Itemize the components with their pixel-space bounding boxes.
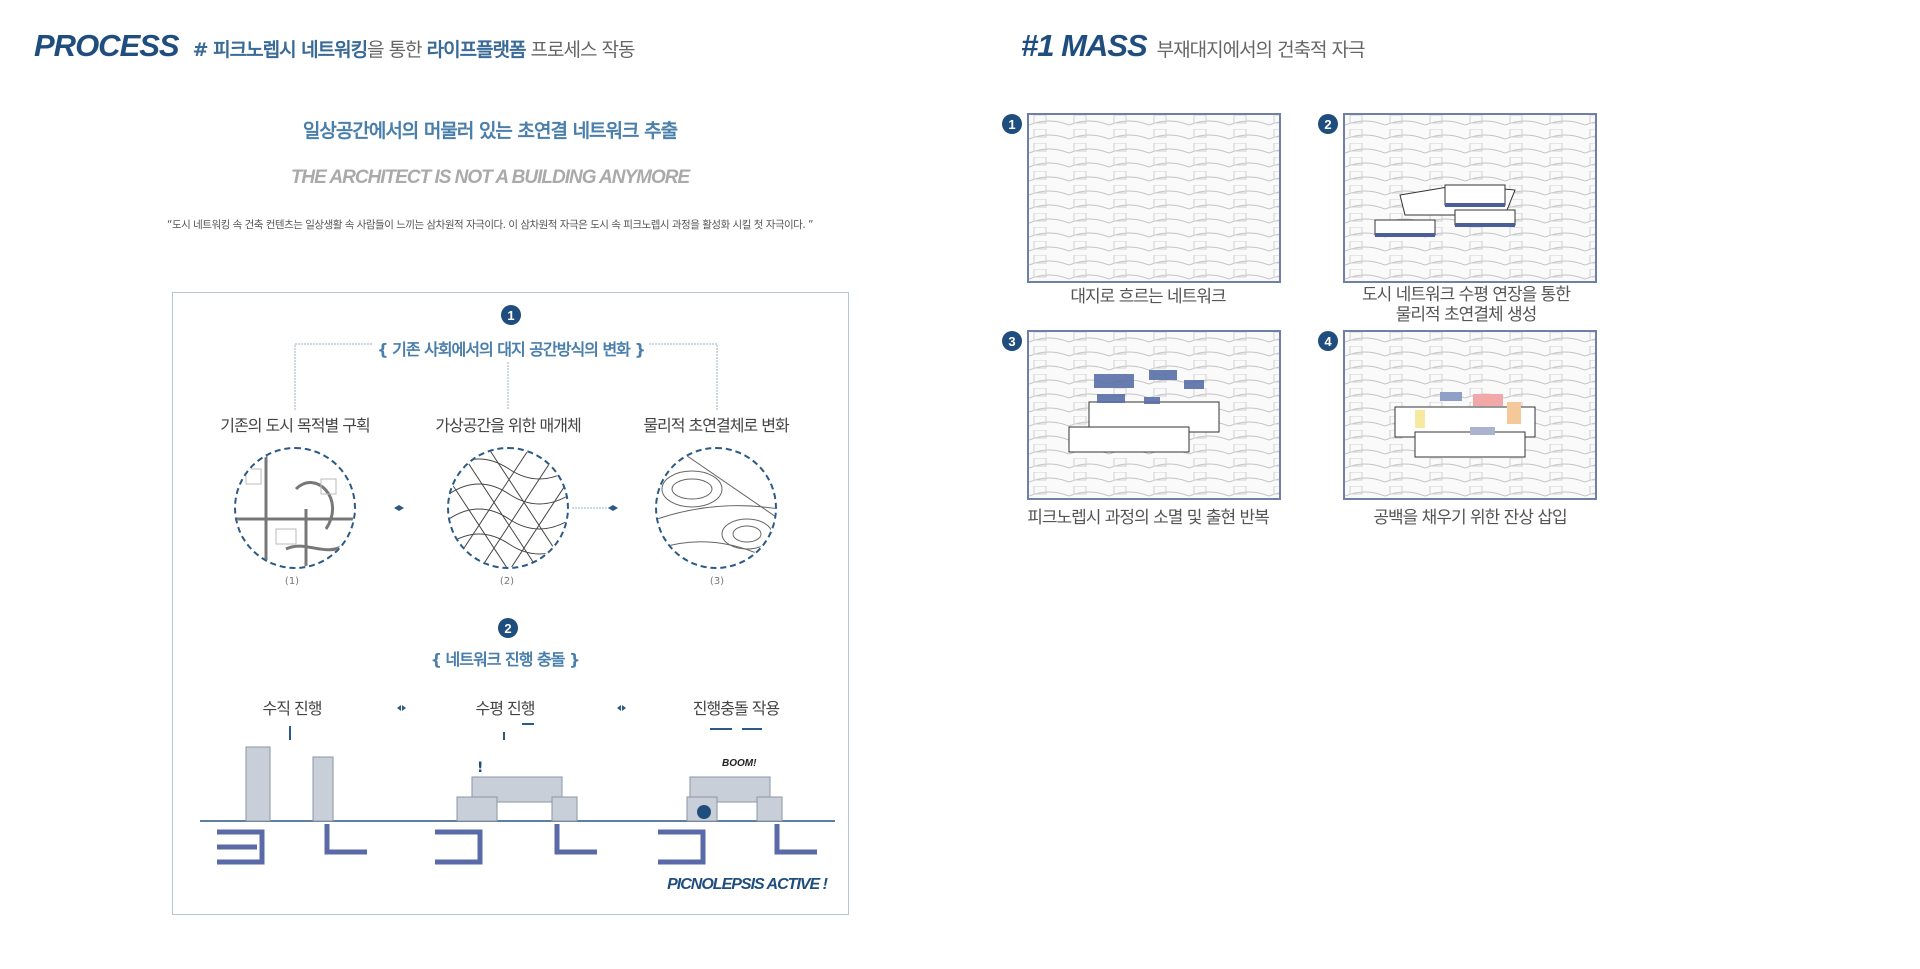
process-subtitle: # 피크노렙시 네트워킹을 통한 라이프플랫폼 프로세스 작동 <box>192 35 636 62</box>
step2-label-1: 수직 진행 <box>262 699 323 718</box>
mass-subtitle: 부재대지에서의 건축적 자극 <box>1156 39 1366 61</box>
subtitle-end: 프로세스 작동 <box>525 39 636 61</box>
step1-label-1: 기존의 도시 목적별 구획 <box>220 416 370 435</box>
mass-image-3 <box>1027 330 1281 500</box>
network-mesh-circle <box>447 447 569 569</box>
step1-label-2: 가상공간을 위한 매개체 <box>435 416 581 435</box>
step1-heading: { 기존 사회에서의 대지 공간방식의 변화 } <box>373 336 649 360</box>
mass-caption-2-line1: 도시 네트워크 수평 연장을 통한 <box>1362 285 1571 305</box>
slogan: THE ARCHITECT IS NOT A BUILDING ANYMORE <box>290 167 690 188</box>
circle-num-3: (3) <box>709 576 725 587</box>
subtitle-hash: # 피크노렙시 네트워킹 <box>192 39 368 61</box>
circle-num-1: (1) <box>284 576 300 587</box>
contour-circle <box>655 447 777 569</box>
mass-badge-2: 2 <box>1318 114 1338 134</box>
mass-caption-3: 피크노렙시 과정의 소멸 및 출현 반복 <box>1027 508 1270 528</box>
step2-heading: { 네트워크 진행 충돌 } <box>430 650 581 669</box>
mass-image-4 <box>1343 330 1597 500</box>
quote: “도시 네트워킹 속 건축 컨텐츠는 일상생활 속 사람들이 느끼는 삼차원적 … <box>167 219 813 231</box>
mass-image-1 <box>1027 113 1281 283</box>
mass-caption-2-line2: 물리적 초연결체 생성 <box>1395 305 1538 325</box>
diagram-lines: ! <box>200 343 835 865</box>
mass-badge-3: 3 <box>1002 331 1022 351</box>
process-header: PROCESS # 피크노렙시 네트워킹을 통한 라이프플랫폼 프로세스 작동 <box>34 28 636 64</box>
step2-label-2: 수평 진행 <box>475 699 536 718</box>
subtitle-mid: 을 통한 <box>367 39 427 61</box>
headline: 일상공간에서의 머물러 있는 초연결 네트워크 추출 <box>302 120 678 142</box>
circle-num-2: (2) <box>499 576 515 587</box>
mass-title: #1 MASS <box>1021 28 1148 63</box>
mass-caption-1: 대지로 흐르는 네트워크 <box>1070 287 1226 307</box>
urban-grid-circle <box>234 447 356 569</box>
exclaim-mark: ! <box>477 760 483 776</box>
picnolepsis-label: PICNOLEPSIS ACTIVE ! <box>667 876 828 893</box>
step2-badge: 2 <box>498 618 518 638</box>
process-diagram <box>172 292 849 915</box>
step2-label-3: 진행충돌 작용 <box>692 699 780 718</box>
mass-caption-4: 공백을 채우기 위한 잔상 삽입 <box>1373 508 1567 528</box>
mass-header: #1 MASS 부재대지에서의 건축적 자극 <box>1021 28 1366 64</box>
process-title: PROCESS <box>34 28 180 63</box>
mass-badge-4: 4 <box>1318 331 1338 351</box>
mass-image-2 <box>1343 113 1597 283</box>
subtitle-platform: 라이프플랫폼 <box>426 39 527 61</box>
step1-label-3: 물리적 초연결체로 변화 <box>643 416 789 435</box>
step1-badge: 1 <box>501 305 521 325</box>
mass-badge-1: 1 <box>1002 114 1022 134</box>
boom-label: BOOM! <box>722 758 757 769</box>
